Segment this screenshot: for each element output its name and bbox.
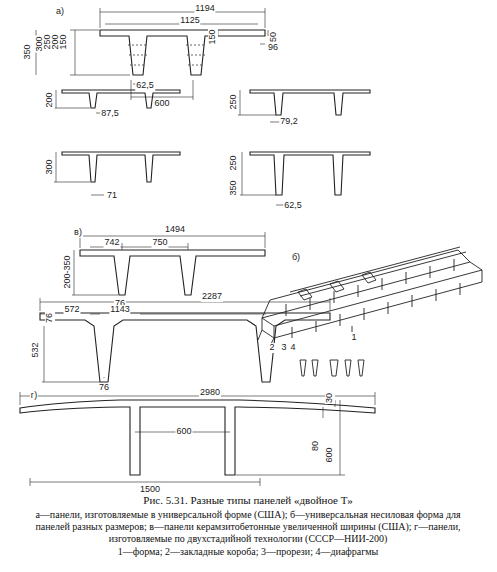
- panel-section: [40, 313, 330, 382]
- dimension-label: 2287: [201, 292, 223, 302]
- panel-section: [20, 400, 375, 475]
- dimension-label: 2980: [199, 388, 221, 398]
- dimension-label: в): [73, 228, 83, 238]
- dimension-label: г): [30, 391, 38, 401]
- dimension-label: 1494: [164, 225, 186, 235]
- formwork-perspective: [258, 247, 482, 376]
- dimension-label: 1500: [139, 485, 161, 495]
- figure-legend-text: а—панели, изготовляемые в универсальной …: [23, 509, 473, 545]
- dimension-label: 2: [268, 343, 275, 353]
- panel-section: [62, 152, 180, 182]
- dimension-lines: [40, 298, 330, 382]
- dimension-label: 50: [269, 31, 279, 43]
- dimension-label: 4: [289, 343, 296, 353]
- dimension-label: а): [55, 7, 65, 17]
- dimension-lines: [54, 90, 283, 122]
- dimension-lines: [54, 152, 285, 205]
- dimension-label: 250: [229, 93, 239, 110]
- dimension-label: 150: [59, 33, 69, 50]
- dimension-label: 1143: [109, 305, 130, 315]
- dimension-lines: [20, 392, 375, 486]
- dimension-label: 62,5: [135, 81, 155, 91]
- panel-section: [62, 90, 180, 108]
- dimension-label: 742: [103, 238, 120, 248]
- panel-section: [80, 250, 265, 295]
- dimension-label: 1: [350, 333, 357, 343]
- panel-section: [250, 152, 370, 195]
- dimension-label: 750: [151, 238, 168, 248]
- dimension-label: 572: [63, 305, 80, 315]
- dimension-label: 79,2: [279, 117, 299, 127]
- dimension-label: 80: [311, 440, 321, 452]
- dimension-label: 350: [229, 179, 239, 196]
- dimension-label: 71: [106, 191, 118, 201]
- height-levels: [128, 45, 206, 65]
- dimension-label: 150: [208, 28, 218, 45]
- dimension-label: 250: [229, 154, 239, 171]
- dimension-label: 1194: [194, 4, 215, 14]
- dimension-lines: [36, 8, 268, 100]
- dimension-label: 30: [325, 392, 335, 404]
- dimension-label: 76: [45, 312, 55, 324]
- figure-caption: Рис. 5.31. Разные типы панелей «двойное …: [143, 494, 352, 506]
- dimension-label: 200-350: [63, 254, 73, 289]
- figure-legend-text: 1—форма; 2—закладные короба; 3—прорези; …: [23, 546, 473, 558]
- dimension-label: б): [291, 253, 301, 263]
- dimension-label: 532: [31, 341, 41, 358]
- dimension-label: 600: [325, 446, 335, 463]
- dimension-lines: [72, 232, 265, 295]
- dimension-label: 600: [153, 99, 170, 109]
- panel-section: [100, 30, 265, 75]
- dimension-label: 200: [45, 91, 55, 108]
- dimension-label: 350: [23, 43, 33, 60]
- dimension-label: 300: [45, 158, 55, 175]
- dimension-label: 600: [175, 427, 192, 437]
- dimension-label: 96: [267, 43, 279, 53]
- dimension-label: 87,5: [100, 109, 120, 119]
- dimension-label: 62,5: [283, 201, 303, 211]
- panel-section: [250, 90, 370, 115]
- dimension-label: 3: [280, 343, 287, 353]
- dimension-label: 1125: [179, 16, 200, 26]
- dimension-label: 76: [98, 383, 110, 393]
